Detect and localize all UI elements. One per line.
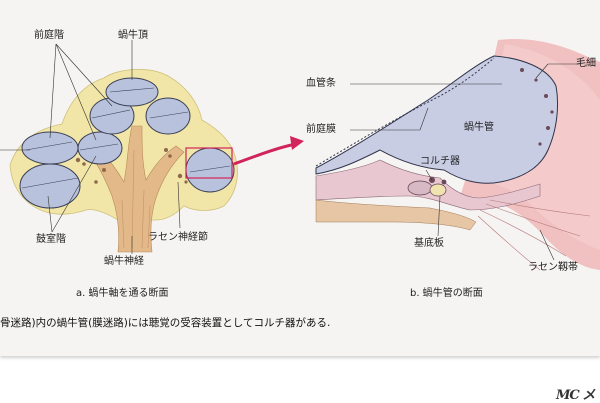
chamber-apex bbox=[105, 77, 159, 107]
chamber-mid-right bbox=[145, 97, 191, 135]
label-cochlear-nerve: 蝸牛神経 bbox=[104, 256, 144, 267]
label-cochlear-duct: 蝸牛管 bbox=[464, 122, 494, 133]
highlight-box bbox=[185, 147, 233, 179]
publisher-logo: MC メ bbox=[556, 388, 595, 403]
caption-figure-b: b. 蝸牛管の断面 bbox=[410, 288, 483, 299]
label-organ-of-corti: コルチ器 bbox=[420, 156, 460, 167]
chamber-middle-upper bbox=[77, 131, 123, 165]
chamber-basal-right bbox=[185, 147, 235, 193]
label-stria-vascularis: 血管条 bbox=[306, 78, 336, 89]
label-scala-vestibuli: 前庭階 bbox=[34, 30, 64, 41]
caption-figure-a: a. 蝸牛軸を通る断面 bbox=[76, 288, 169, 299]
cochlea-cross-section bbox=[0, 40, 238, 254]
label-spiral-ligament: ラセン靱帯 bbox=[528, 262, 578, 273]
figure-caption-text: 骨迷路)内の蝸牛管(膜迷路)には聴覚の受容装置としてコルチ器がある. bbox=[0, 317, 331, 329]
label-scala-tympani: 鼓室階 bbox=[36, 234, 66, 245]
label-hair-cells: 毛細 bbox=[576, 58, 596, 69]
label-apex: 蝸牛頂 bbox=[118, 30, 148, 41]
label-vestibular-membrane: 前庭膜 bbox=[306, 124, 336, 135]
pointer-arrow bbox=[233, 136, 304, 166]
cochlea-illustration bbox=[0, 38, 600, 271]
figure-panel: 前庭階 蝸牛頂 鼓室階 ラセン神経節 蝸牛神経 a. 蝸牛軸を通る断面 血管条 … bbox=[0, 0, 600, 356]
modiolus-nerve bbox=[85, 125, 185, 253]
chamber-basal-left-lower bbox=[19, 163, 81, 209]
cochlear-duct-lumen bbox=[315, 55, 559, 184]
cochlear-duct-section bbox=[315, 38, 600, 271]
label-spiral-ganglion: ラセン神経節 bbox=[148, 232, 208, 243]
label-basilar-membrane: 基底板 bbox=[414, 238, 444, 249]
